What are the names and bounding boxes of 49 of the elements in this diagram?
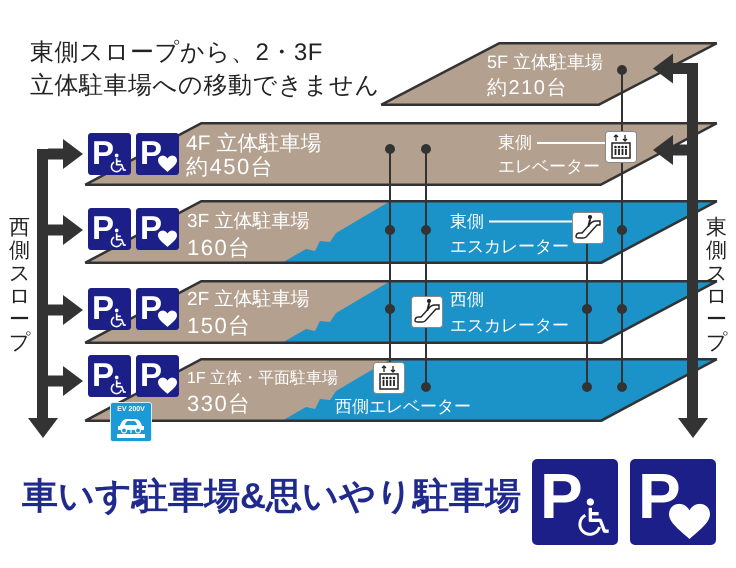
facility-label: 西側エレベーター — [335, 396, 471, 418]
ramp-arrow — [48, 215, 83, 245]
connector-line — [385, 304, 395, 362]
parking-letter: P — [540, 464, 583, 528]
parking-letter: P — [140, 211, 162, 244]
ramp-arrow — [48, 295, 83, 325]
floor-name: 2F 立体駐車場 — [187, 289, 310, 312]
connector-line — [617, 304, 627, 392]
connector-line — [617, 65, 627, 131]
space-count: 160台 — [187, 235, 252, 262]
floor-name: 5F 立体駐車場 — [487, 52, 604, 74]
parking-letter: P — [92, 291, 114, 324]
connector-line — [421, 144, 431, 200]
ramp-arrow — [653, 54, 687, 84]
parking-letter: P — [638, 464, 681, 528]
parking-letter: P — [92, 211, 114, 244]
ramp-arrow — [48, 139, 83, 169]
parking-letter: P — [140, 136, 162, 169]
ramp-label: 東側スロープ — [706, 216, 727, 355]
caption: 車いす駐車場&思いやり駐車場 — [22, 474, 521, 518]
ramp-arrow — [653, 135, 687, 165]
leader-line — [489, 220, 572, 222]
connector-line — [421, 328, 431, 392]
space-count: 約450台 — [186, 154, 274, 180]
ramp-label: 西側スロープ — [9, 216, 30, 355]
parking-letter: P — [140, 358, 162, 391]
connector-line — [582, 304, 592, 392]
escalator-icon — [411, 296, 443, 328]
space-count: 330台 — [187, 391, 252, 418]
ramp-arrow — [48, 366, 83, 396]
floor-name: 3F 立体駐車場 — [187, 211, 310, 234]
facility-label: エスカレーター — [450, 315, 569, 337]
leader-line — [537, 142, 605, 144]
space-count: 150台 — [187, 313, 252, 340]
facility-label: 西側 — [450, 289, 484, 311]
escalator-icon — [572, 212, 604, 244]
parking-letter: P — [92, 136, 114, 169]
floor-name: 1F 立体・平面駐車場 — [187, 369, 338, 388]
note-text: 東側スロープから、2・3F立体駐車場への移動できません — [30, 38, 380, 101]
callout-label: 東側 エスカレーター — [450, 209, 569, 259]
parking-letter: P — [140, 291, 162, 324]
callout-label: 東側 エレベーター — [498, 131, 600, 179]
connector-line — [425, 200, 427, 296]
floor-name: 4F 立体駐車場 — [186, 131, 322, 156]
space-count: 約210台 — [487, 76, 568, 100]
elevator-icon — [373, 362, 405, 394]
elevator-icon — [605, 131, 637, 163]
parking-letter: P — [92, 358, 114, 391]
floor-plate — [380, 42, 718, 106]
